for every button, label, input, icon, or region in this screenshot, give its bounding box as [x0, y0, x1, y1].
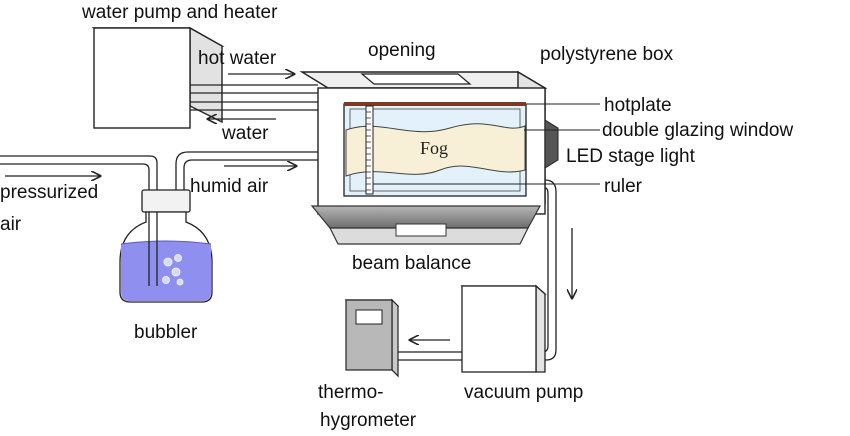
ruler: [365, 105, 374, 195]
water-pump-heater: [91, 26, 225, 129]
ruler-label: ruler: [604, 176, 643, 197]
pressurized-label: pressurized: [0, 182, 98, 203]
bubbles: [162, 254, 184, 286]
thermo-hygrometer: [344, 298, 400, 378]
callout-lines: [373, 103, 600, 185]
box-opening: [360, 73, 472, 85]
air-label: air: [0, 214, 22, 235]
water-pipes: [190, 84, 318, 111]
beam-balance-label: beam balance: [352, 253, 471, 274]
bubbler: [119, 189, 213, 303]
opening-label: opening: [368, 40, 436, 61]
air-pipes: [0, 151, 318, 192]
bubbler-label: bubbler: [134, 322, 198, 343]
fog-region: [345, 123, 526, 177]
bubbler-liquid: [121, 241, 211, 301]
hygrometer-label: hygrometer: [320, 410, 417, 431]
fog-label: Fog: [420, 138, 448, 158]
polystyrene-box-label: polystyrene box: [540, 44, 674, 65]
double-glazing-window: [343, 102, 527, 197]
water-pump-heater-label: water pump and heater: [81, 2, 278, 23]
hotplate: [344, 102, 526, 106]
hot-water-label: hot water: [198, 48, 277, 69]
led-stage-light-label: LED stage light: [566, 146, 696, 167]
thermo-label: thermo-: [318, 382, 383, 403]
display-screen: [355, 309, 383, 325]
sensor-line: [392, 351, 462, 361]
led-stage-light: [544, 119, 559, 169]
beam-balance: [310, 205, 542, 245]
hotplate-label: hotplate: [604, 95, 672, 116]
humid-air-label: humid air: [190, 176, 269, 197]
vacuum-pump: [460, 284, 547, 373]
water-label: water: [221, 123, 269, 144]
double-glazing-window-label: double glazing window: [602, 120, 793, 141]
vacuum-pump-label: vacuum pump: [464, 382, 583, 403]
